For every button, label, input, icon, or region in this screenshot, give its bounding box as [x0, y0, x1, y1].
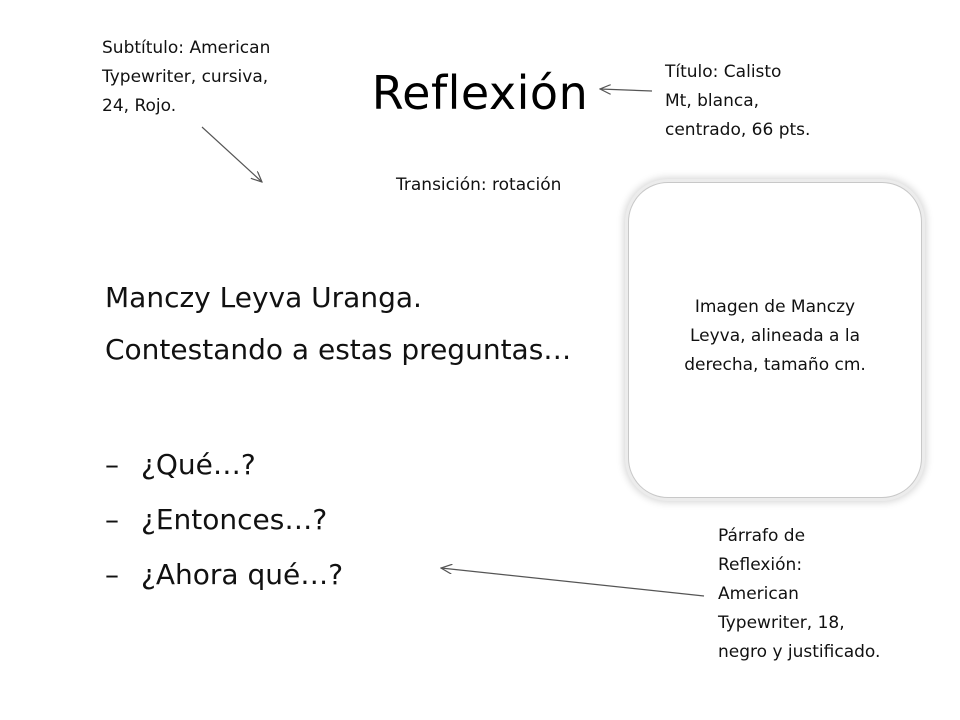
- list-item: –¿Ahora qué…?: [105, 550, 625, 605]
- list-item: –¿Qué…?: [105, 440, 625, 495]
- subtitle-arrow-icon: [201, 126, 262, 182]
- title-arrow-icon: [600, 89, 653, 91]
- body-text: Manczy Leyva Uranga. Contestando a estas…: [105, 276, 625, 605]
- slide-title: Reflexión: [371, 66, 589, 120]
- subtitle-note: Subtítulo: American Typewriter, cursiva,…: [102, 38, 271, 116]
- list-item: –¿Entonces…?: [105, 495, 625, 550]
- image-placeholder-text: Imagen de Manczy Leyva, alineada a la de…: [684, 296, 866, 375]
- list-item-text: ¿Entonces…?: [141, 503, 328, 536]
- dash-bullet: –: [105, 503, 119, 536]
- body-line-name: Manczy Leyva Uranga.: [105, 281, 422, 314]
- body-line-intro: Contestando a estas preguntas…: [105, 333, 572, 366]
- transition-note: Transición: rotación: [396, 175, 562, 195]
- dash-bullet: –: [105, 448, 119, 481]
- title-note: Título: Calisto Mt, blanca, centrado, 66…: [665, 62, 811, 140]
- list-item-text: ¿Qué…?: [141, 448, 256, 481]
- image-placeholder: Imagen de Manczy Leyva, alineada a la de…: [628, 182, 922, 498]
- paragraph-arrow-icon: [441, 568, 705, 597]
- dash-bullet: –: [105, 558, 119, 591]
- list-item-text: ¿Ahora qué…?: [141, 558, 344, 591]
- paragraph-note: Párrafo de Reflexión: American Typewrite…: [718, 526, 881, 662]
